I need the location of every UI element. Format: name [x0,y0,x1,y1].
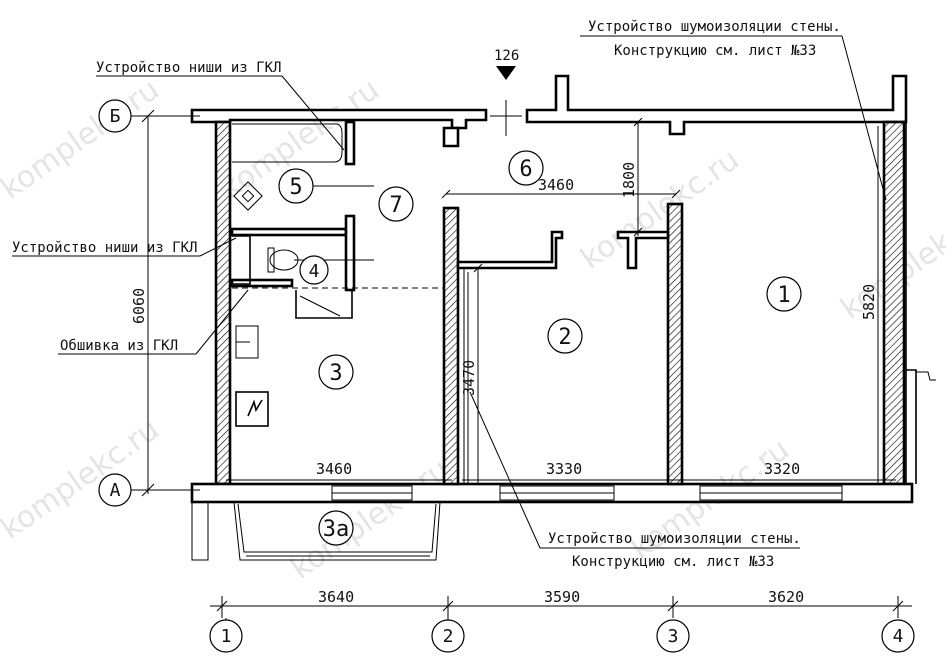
dim-axis-2-3: 3590 [544,588,580,606]
exterior-walls [190,74,936,504]
axis-col-4: 4 [893,626,904,647]
room-number-6: 6 [519,157,532,182]
room-number-5: 5 [289,175,302,200]
annotation-noise-bottom-1: Устройство шумоизоляции стены. [548,531,801,547]
watermark: komplekc.ru [575,142,746,276]
axis-col-3: 3 [668,626,679,647]
watermark: komplekc.ru [0,412,166,546]
annotations: Устройство шумоизоляции стены. Конструкц… [12,19,841,570]
section-mark: 126 [490,48,522,136]
balcony [191,501,441,561]
dim-room3-width: 3460 [316,460,352,478]
watermarks: komplekc.ru komplekc.ru komplekc.ru komp… [0,72,946,586]
annotation-noise-top-1: Устройство шумоизоляции стены. [588,19,841,35]
annotation-noise-top-2: Конструкцию см. лист №33 [614,43,816,59]
axis-row-b: Б [110,106,121,127]
annotation-noise-bottom-2: Конструкцию см. лист №33 [572,554,774,570]
annotation-niche-left: Устройство ниши из ГКЛ [12,240,197,256]
dimension-labels: 3460 1800 5820 3470 6060 3460 3330 3320 … [130,162,878,606]
dim-axis-3-4: 3620 [768,588,804,606]
room-number-1: 1 [777,283,790,308]
room-labels: 1 2 3 3а 4 5 6 7 [278,150,802,546]
room-number-3a: 3а [323,517,350,542]
power-board [235,391,269,427]
room-number-3: 3 [329,361,342,386]
sink [233,181,263,211]
axis-col-1: 1 [221,626,232,647]
dim-room1-width: 3320 [764,460,800,478]
dim-total-depth: 6060 [130,288,148,324]
dim-room2-depth: 3470 [460,360,478,396]
wall-right [882,120,906,486]
dim-axis-1-2: 3640 [318,588,354,606]
axis-row-a: А [110,480,121,501]
room-number-2: 2 [558,325,571,350]
interior-walls [230,120,879,486]
dimension-lines [130,109,912,622]
dim-room6-width: 3460 [538,176,574,194]
dim-room6-depth: 1800 [620,162,638,198]
dim-room1-depth: 5820 [860,284,878,320]
fixtures [232,123,343,427]
section-number: 126 [494,48,519,64]
wall-left [214,120,232,486]
annotation-niche-top: Устройство ниши из ГКЛ [96,60,281,76]
annotation-cladding: Обшивка из ГКЛ [60,338,178,354]
watermark: komplekc.ru [0,72,166,206]
axis-markers: Б А 1 2 3 4 [98,99,915,653]
watermark: komplekc.ru [285,452,456,586]
room-number-7: 7 [389,193,402,218]
bathtub [232,123,343,163]
leader-lines [12,35,887,549]
dim-room2-width: 3330 [546,460,582,478]
axis-col-2: 2 [443,626,454,647]
room-number-4: 4 [309,261,320,282]
